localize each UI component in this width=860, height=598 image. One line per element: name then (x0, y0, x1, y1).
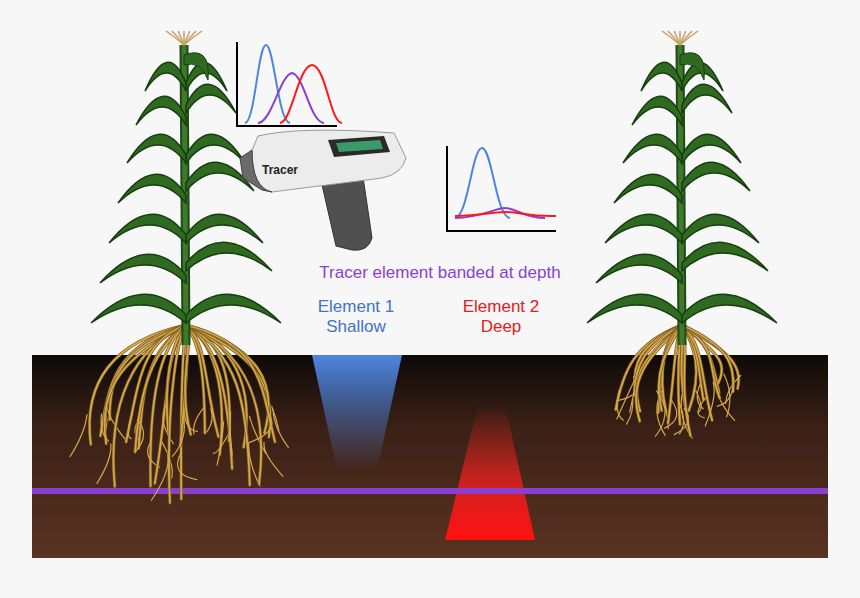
corn-plant (70, 31, 288, 503)
band-label: Element 1 Shallow (300, 297, 412, 337)
corn-plant (587, 31, 777, 438)
spectrum-graph (447, 146, 556, 231)
spectrum-graph (237, 42, 342, 126)
xrf-analyzer (240, 130, 406, 250)
tracer-depth-line (32, 488, 828, 494)
band-label: Element 2 Deep (445, 297, 557, 337)
shallow-band (312, 355, 402, 470)
device-brand: Tracer (262, 160, 322, 180)
tracer-note: Tracer element banded at depth (270, 263, 610, 283)
deep-band (445, 405, 535, 540)
plants (70, 31, 777, 503)
root-system (70, 325, 288, 503)
